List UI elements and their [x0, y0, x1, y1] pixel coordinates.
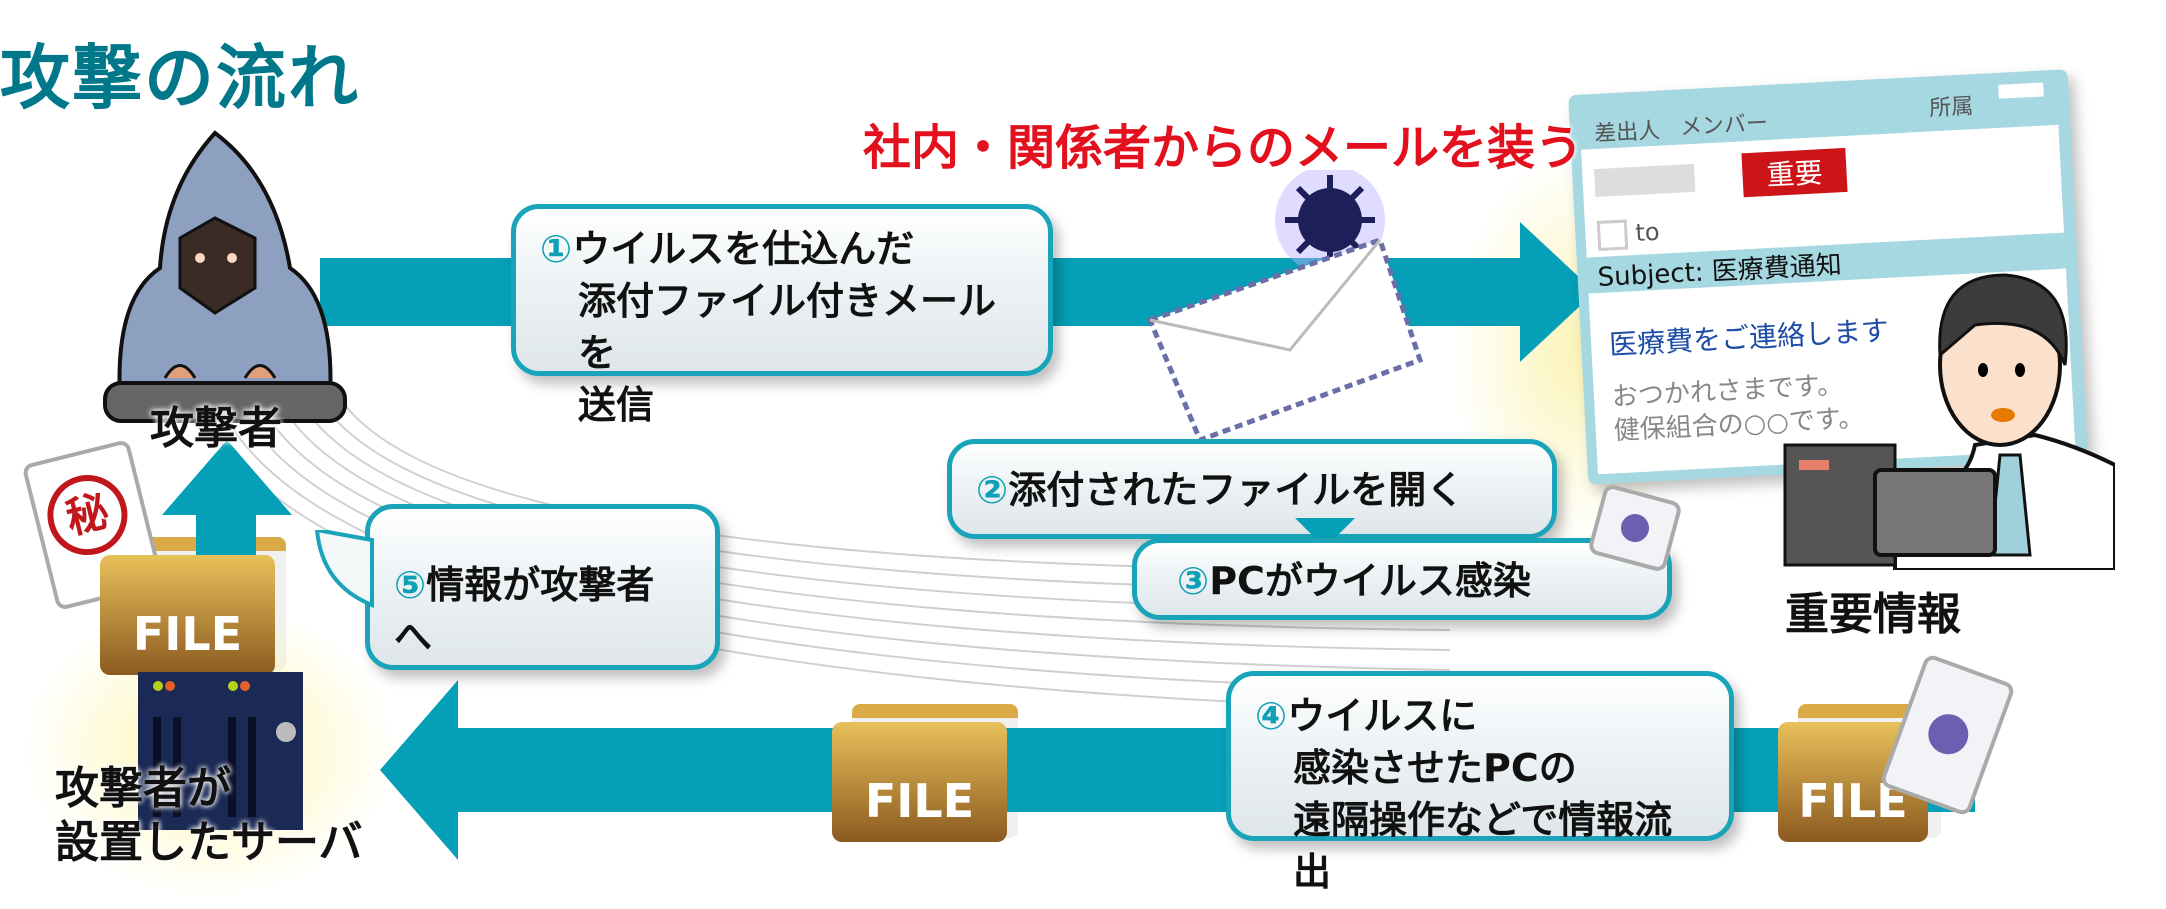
step-1-box: ①ウイルスを仕込んだ 添付ファイル付きメールを 送信 — [511, 204, 1053, 427]
email-member-label: メンバー — [1679, 110, 1769, 141]
attacker-server-icon — [138, 672, 303, 830]
step-4-line: 遠隔操作などで情報流出 — [1293, 798, 1673, 894]
step-5-number: ⑤ — [394, 563, 427, 607]
virus-card-icon — [1587, 482, 1683, 574]
attacker-label: 攻撃者 — [150, 403, 282, 454]
file-folder-icon: FILE — [100, 537, 287, 675]
to-checkbox — [1596, 219, 1629, 251]
virus-card-icon — [1878, 652, 2017, 818]
page-title: 攻撃の流れ — [0, 37, 360, 119]
down-triangle-icon — [1295, 518, 1355, 548]
email-from-label: 差出人 — [1593, 118, 1661, 148]
hooded-attacker-illustration — [103, 130, 347, 423]
step-2-box: ②添付されたファイルを開く — [947, 439, 1557, 539]
step-2-number: ② — [976, 468, 1009, 512]
step-2-text: 添付されたファイルを開く — [1008, 468, 1465, 512]
step-1-line: 添付ファイル付きメールを — [578, 279, 997, 375]
step-4-box: ④ウイルスに 感染させたPCの 遠隔操作などで情報流出 — [1226, 671, 1734, 894]
redacted-field — [1594, 163, 1696, 198]
step-4-number: ④ — [1255, 694, 1288, 738]
important-info-label: 重要情報 — [1785, 589, 1961, 640]
step-5-text: 情報が攻撃者へ — [394, 563, 655, 659]
step-4-line: ウイルスに — [1287, 694, 1478, 738]
impersonation-label: 社内・関係者からのメールを装う — [863, 120, 1584, 176]
envelope-with-virus-icon — [1146, 170, 1424, 444]
step-5-box: ⑤情報が攻撃者へ — [365, 504, 720, 670]
exfil-arrowhead — [380, 680, 458, 860]
to-label: to — [1634, 217, 1661, 247]
step-1-line: 送信 — [578, 383, 655, 427]
send-arrowhead — [1520, 222, 1595, 362]
file-folder-icon: FILE — [832, 704, 1019, 842]
step-4-line: 感染させたPCの — [1293, 746, 1577, 790]
email-affiliation-label: 所属 — [1928, 94, 1974, 122]
step-3-box: ③PCがウイルス感染 — [1132, 538, 1672, 620]
exfil-arrow — [455, 728, 1975, 812]
step-1-number: ① — [540, 227, 573, 271]
step-3-number: ③ — [1177, 559, 1210, 603]
window-control — [1998, 82, 2044, 99]
speech-tail — [314, 530, 374, 608]
step-1-line: ウイルスを仕込んだ — [572, 227, 915, 271]
return-arrowhead — [162, 440, 292, 515]
secret-mark-icon: 秘 — [38, 466, 136, 564]
businessman-at-pc-illustration — [1783, 273, 2115, 570]
step-3-text: PCがウイルス感染 — [1209, 559, 1531, 603]
important-badge: 重要 — [1741, 147, 1848, 198]
server-label: 攻撃者が設置したサーバ — [55, 763, 363, 868]
